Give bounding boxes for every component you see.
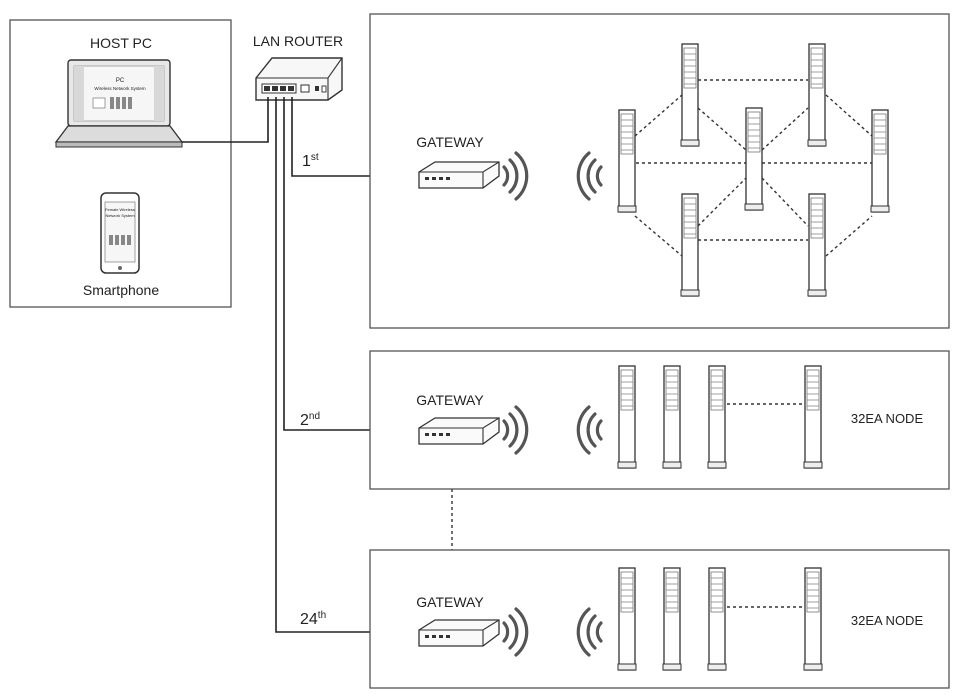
host-pc-label: HOST PC [90,35,152,51]
smartphone-icon: Female Wireless Network System [100,192,140,274]
router-icon [255,57,343,101]
lan-wires [182,97,370,633]
gateway-1-label: GATEWAY [416,134,484,150]
lan-router-label: LAN ROUTER [253,33,343,49]
node-tower-icon [617,567,637,671]
gateway-2-label: GATEWAY [416,392,484,408]
wireless-signal-icon [576,151,603,201]
gateway-icon [418,417,500,445]
wireless-signal-icon [502,607,529,657]
wireless-signal-icon [502,151,529,201]
wireless-signal-icon [576,405,603,455]
node-tower-icon [662,365,682,469]
node-tower-icon [707,365,727,469]
node-tower-icon [744,107,764,211]
laptop-icon: PC Wireless Network System [54,59,184,148]
node-tower-icon [617,365,637,469]
node-tower-icon [803,567,823,671]
gateway-icon [418,619,500,647]
smartphone-label: Smartphone [83,282,159,298]
network-2-label: 2nd [300,411,320,429]
network-box-1: GATEWAY [369,13,950,329]
node-tower-icon [617,109,637,213]
laptop-screen-title: PC [116,78,125,84]
gateway-24-label: GATEWAY [416,594,484,610]
node-tower-icon [662,567,682,671]
node-tower-icon [680,193,700,297]
phone-screen-subtitle: Network System [105,213,135,218]
node-tower-icon [807,193,827,297]
mesh-links [634,79,873,257]
node-tower-icon [870,109,890,213]
gateway-icon [418,161,500,189]
network-box-2: GATEWAY 32EA NODE [369,350,950,490]
node-tower-icon [807,43,827,147]
node-tower-icon [803,365,823,469]
node-count-label-2: 32EA NODE [851,411,924,426]
node-count-label-24: 32EA NODE [851,613,924,628]
wireless-signal-icon [576,607,603,657]
node-tower-icon [707,567,727,671]
wireless-signal-icon [502,405,529,455]
host-pc-box: HOST PC PC Wireless Network System Femal… [9,19,232,308]
laptop-screen-subtitle: Wireless Network System [94,86,146,91]
network-24-label: 24th [300,610,326,628]
network-box-24: GATEWAY 32EA NODE [369,549,950,689]
network-1-label: 1st [302,152,319,170]
phone-screen-title: Female Wireless [105,207,135,212]
node-tower-icon [680,43,700,147]
